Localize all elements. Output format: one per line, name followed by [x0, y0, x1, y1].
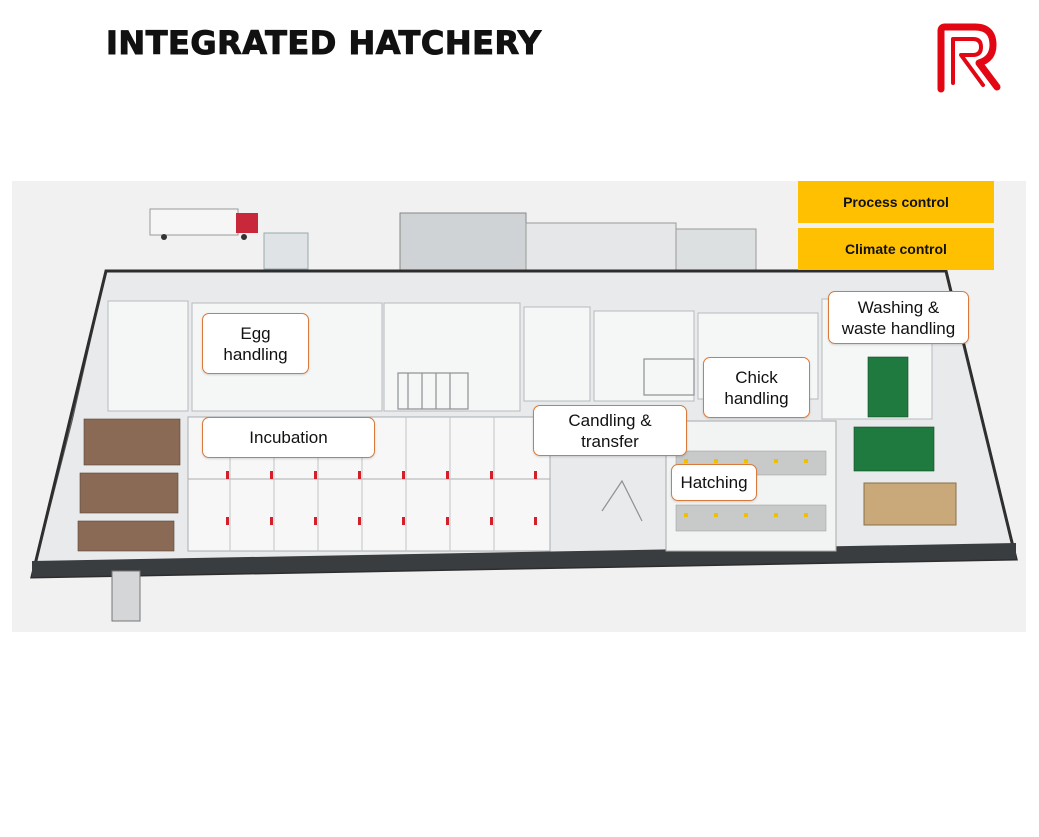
climate-control-button[interactable]: Climate control [798, 228, 994, 270]
process-control-button[interactable]: Process control [798, 181, 994, 223]
label-hatching: Hatching [671, 464, 757, 501]
truck-icon [149, 208, 258, 240]
label-chick-handling: Chick handling [703, 357, 810, 418]
label-egg-handling: Egg handling [202, 313, 309, 374]
page-title: INTEGRATED HATCHERY [106, 24, 542, 63]
label-washing-waste: Washing & waste handling [828, 291, 969, 344]
label-candling-transfer: Candling & transfer [533, 405, 687, 456]
r-logo-icon [937, 23, 1001, 93]
label-incubation: Incubation [202, 417, 375, 458]
